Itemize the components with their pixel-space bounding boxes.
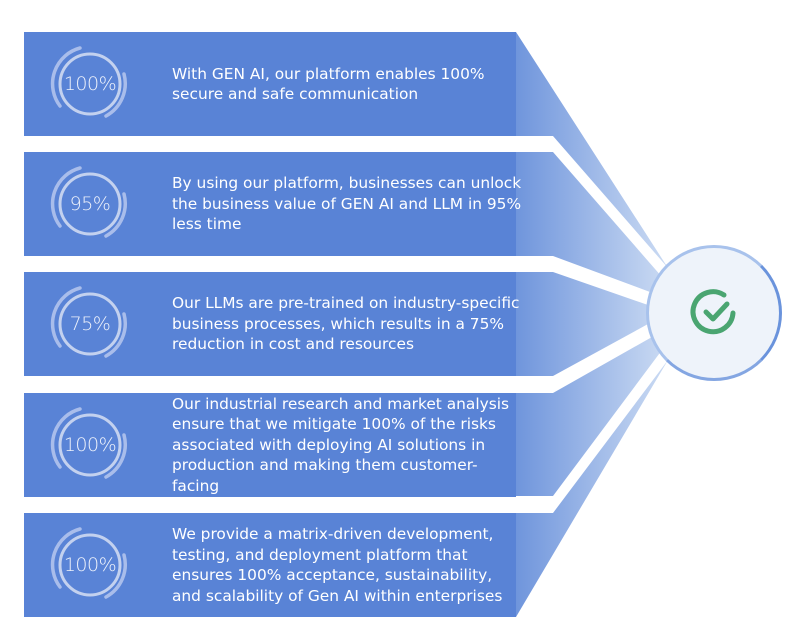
stat-description: Our LLMs are pre-trained on industry-spe… (172, 272, 522, 376)
hub-circle (646, 245, 782, 381)
stat-text: By using our platform, businesses can un… (172, 174, 522, 234)
ring-icon (50, 166, 127, 238)
stat-value: 100% (63, 434, 117, 456)
progress-ring: 100% (50, 525, 130, 605)
ray-2 (516, 152, 662, 292)
stat-value: 95% (69, 193, 111, 215)
stat-text: With GEN AI, our platform enables 100% s… (172, 64, 485, 104)
ring-icon (50, 407, 127, 479)
ray-1 (516, 32, 668, 268)
ray-3 (516, 272, 648, 376)
stat-band: 75% Our LLMs are pre-trained on industry-… (24, 272, 519, 376)
stat-text: Our LLMs are pre-trained on industry-spe… (172, 294, 520, 354)
progress-ring: 95% (50, 164, 130, 244)
stat-value: 75% (69, 313, 111, 335)
ring-icon (50, 286, 127, 358)
ray-5 (516, 360, 668, 617)
stat-band: 100% Our industrial research and market a… (24, 393, 516, 497)
progress-ring: 100% (50, 405, 130, 485)
stat-band: 95% By using our platform, businesses can… (24, 152, 521, 256)
ring-icon (50, 46, 127, 118)
stat-band: 100% With GEN AI, our platform enables 10… (24, 32, 516, 136)
stat-description: With GEN AI, our platform enables 100% s… (172, 32, 522, 136)
check-circle-icon (690, 289, 736, 335)
ring-icon (50, 527, 127, 599)
stat-description: Our industrial research and market analy… (172, 393, 522, 497)
stat-value: 100% (63, 73, 117, 95)
progress-ring: 75% (50, 284, 130, 364)
stat-description: We provide a matrix-driven development, … (172, 513, 522, 617)
stat-value: 100% (63, 554, 117, 576)
stat-text: We provide a matrix-driven development, … (172, 525, 503, 605)
stat-band: 100% We provide a matrix-driven developme… (24, 513, 516, 617)
progress-ring: 100% (50, 44, 130, 124)
stat-text: Our industrial research and market analy… (172, 394, 510, 495)
stat-description: By using our platform, businesses can un… (172, 152, 522, 256)
ray-4 (516, 337, 662, 496)
